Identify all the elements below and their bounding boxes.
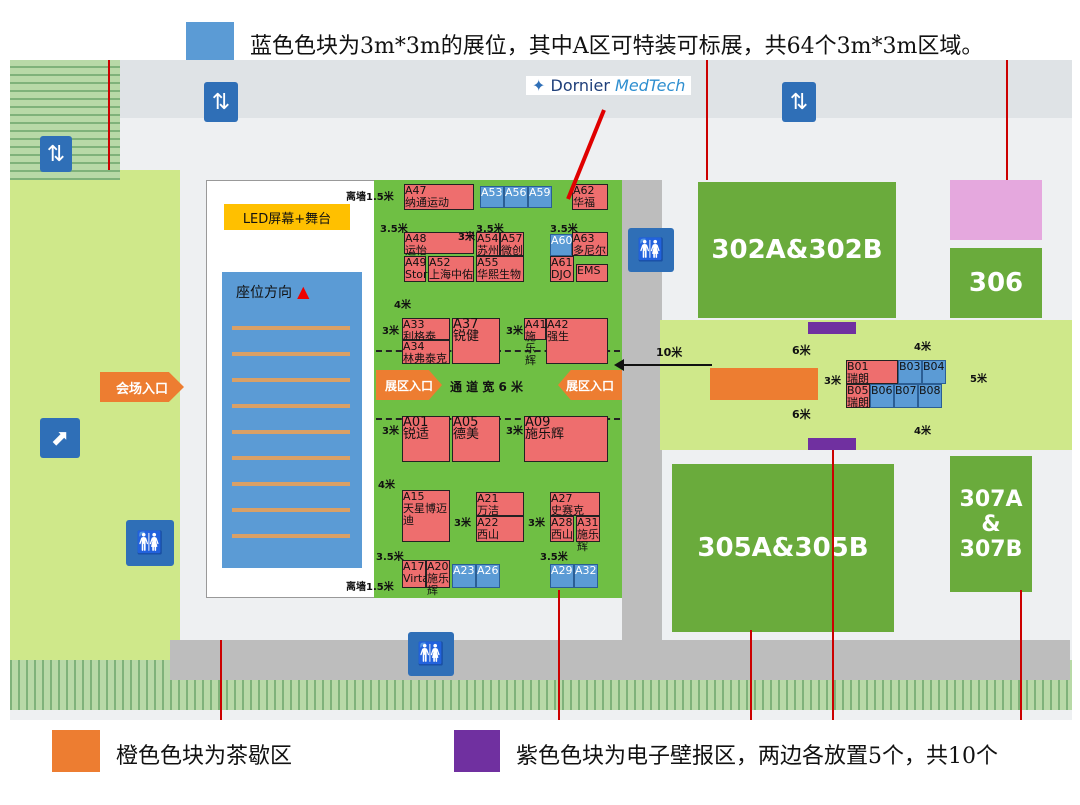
hall-307: 307A&307B [950,456,1032,592]
dornier-logo: ✦ Dornier MedTech [526,76,692,95]
aisle-label: 通 道 宽 6 米 [450,380,524,394]
dim-wall-top: 离墙1.5米 [346,192,394,203]
dim-3-g: 3米 [528,518,545,529]
dim-3-b: 3米 [382,326,399,337]
purple-legend-text: 紫色色块为电子壁报区，两边各放置5个，共10个 [516,744,998,769]
main-entrance: 会场入口 [100,372,184,402]
elevator-icon-right: ⇅ [782,82,816,122]
dim-3-c: 3米 [506,326,523,337]
booth-a59: A59 [528,186,552,208]
dim-4-b: 4米 [378,480,395,491]
restroom-icon-left: 🚻 [126,520,174,566]
exhibit-entrance-left: 展区入口 [376,370,442,400]
booth-b04: B04 [922,360,946,384]
e-poster-top [808,322,856,334]
blue-legend-swatch [186,22,234,64]
dim-3-e: 3米 [506,426,523,437]
elevator-icon-top: ⇅ [204,82,238,122]
orange-legend-text: 橙色色块为茶歇区 [116,744,293,769]
exhibit-entrance-right: 展区入口 [558,370,622,400]
dim-3-f: 3米 [454,518,471,529]
dim-35-e: 3.5米 [540,552,568,563]
booth-b06: B06 [870,384,894,408]
dim-35-b: 3.5米 [476,224,504,235]
dim-4-a: 4米 [394,300,411,311]
dim-4-d: 4米 [914,426,931,437]
restroom-icon-exhibit: 🚻 [628,228,674,272]
tea-break-area [710,368,818,400]
booth-a60: A60 [550,234,573,256]
hall-302: 302A&302B [698,182,896,318]
dim-6-top: 6米 [792,344,811,357]
booth-a61-ems: EMS [576,264,608,282]
booth-b03: B03 [898,360,922,384]
aisle-arrow [622,364,712,366]
hall-306: 306 [950,248,1042,318]
booth-a29: A29 [550,564,574,588]
seat-rows [232,314,350,560]
dim-35-c: 3.5米 [550,224,578,235]
blue-legend-text: 蓝色色块为3m*3m的展位，其中A区可特装可标展，共64个3m*3m区域。 [250,34,984,59]
dim-4-c: 4米 [914,342,931,353]
booth-a23: A23 [452,564,476,588]
e-poster-bottom [808,438,856,450]
booth-a32: A32 [574,564,598,588]
floor-plan: LED屏幕+舞台 座位方向 ▲ 会场入口 展区入口 展区入口 通 道 宽 6 米… [10,60,1072,720]
led-stage-label: LED屏幕+舞台 [224,204,350,230]
booth-b08: B08 [918,384,942,408]
room-306-pink [950,180,1042,240]
left-lobby [10,170,180,680]
purple-legend-swatch [454,730,500,772]
booth-a26: A26 [476,564,500,588]
dim-3-h: 3米 [824,376,841,387]
seat-direction-label: 座位方向 ▲ [236,282,310,301]
escalator-icon: ⬈ [40,418,80,458]
orange-legend-swatch [52,730,100,772]
booth-b07: B07 [894,384,918,408]
dim-3-d: 3米 [382,426,399,437]
dim-5: 5米 [970,374,987,385]
dim-10: 10米 [656,346,683,359]
dim-wall-bottom: 离墙1.5米 [346,582,394,593]
dim-35-a: 3.5米 [380,224,408,235]
restroom-icon-bottom: 🚻 [408,632,454,676]
booth-a56: A56 [504,186,528,208]
hall-305: 305A&305B [672,464,894,632]
booth-a53: A53 [480,186,504,208]
dim-6-bottom: 6米 [792,408,811,421]
dim-35-d: 3.5米 [376,552,404,563]
dim-3-a: 3米 [458,232,475,243]
elevator-icon-left: ⇅ [40,136,72,172]
